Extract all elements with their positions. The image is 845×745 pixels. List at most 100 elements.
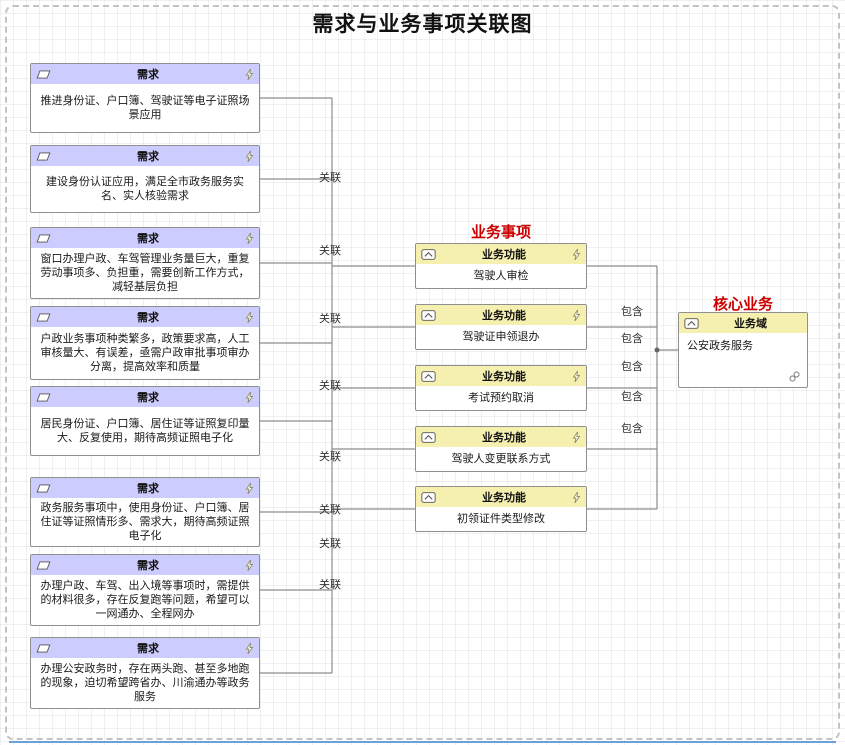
requirement-icon: [36, 312, 51, 322]
edge-label-containment: 包含: [621, 423, 643, 435]
requirement-text: 推进身份证、户口簿、驾驶证等电子证照场景应用: [40, 95, 250, 121]
domain-header: 业务域: [679, 313, 807, 333]
function-header-label: 业务功能: [482, 432, 526, 444]
requirement-header-label: 需求: [137, 560, 159, 572]
requirement-header: 需求: [31, 638, 259, 658]
requirement-header: 需求: [31, 478, 259, 498]
function-icon: [421, 431, 436, 443]
requirement-node[interactable]: 需求 办理户政、车驾、出入境等事项时，需提供的材料很多，存在反复跑等问题，希望可…: [30, 554, 260, 626]
edge-label-containment: 包含: [621, 391, 643, 403]
edge-label-association: 关联: [319, 172, 341, 184]
lightning-icon: [245, 559, 254, 572]
lightning-icon: [572, 491, 581, 504]
lightning-icon: [245, 68, 254, 81]
page-title: 需求与业务事项关联图: [312, 13, 533, 36]
edge-label-association: 关联: [319, 451, 341, 463]
requirement-icon: [36, 643, 51, 653]
requirement-text: 办理公安政务时，存在两头跑、甚至多地跑的现象，迫切希望跨省办、川渝通办等政务服务: [40, 663, 250, 703]
requirement-header-label: 需求: [137, 483, 159, 495]
core-group-label: 核心业务: [712, 296, 773, 313]
requirement-node[interactable]: 需求 居民身份证、户口簿、居住证等证照复印量大、反复使用，期待高频证照电子化: [30, 386, 260, 456]
edge-label-association: 关联: [319, 313, 341, 325]
requirement-header-label: 需求: [137, 69, 159, 81]
requirement-header: 需求: [31, 146, 259, 166]
function-text: 驾驶人审检: [473, 270, 529, 282]
edge-label-association: 关联: [319, 380, 341, 392]
function-header: 业务功能: [416, 487, 586, 507]
requirement-header-label: 需求: [137, 392, 159, 404]
edge-label-containment: 包含: [621, 361, 643, 373]
domain-header-label: 业务域: [734, 318, 767, 330]
edge-label-association: 关联: [319, 579, 341, 591]
function-icon: [421, 370, 436, 382]
requirement-header-label: 需求: [137, 233, 159, 245]
function-text: 考试预约取消: [468, 392, 534, 404]
requirement-icon: [36, 233, 51, 243]
lightning-icon: [245, 482, 254, 495]
lightning-icon: [245, 311, 254, 324]
requirement-node[interactable]: 需求 户政业务事项种类繁多，政策要求高，人工审核量大、有误差，亟需户政审批事项审…: [30, 306, 260, 380]
business-function-node[interactable]: 业务功能 驾驶证申领退办: [415, 304, 587, 350]
requirement-header-label: 需求: [137, 151, 159, 163]
requirement-icon: [36, 392, 51, 402]
function-header-label: 业务功能: [482, 310, 526, 322]
edge-label-association: 关联: [319, 245, 341, 257]
requirement-node[interactable]: 需求 政务服务事项中，使用身份证、户口簿、居住证等证照情形多、需求大，期待高频证…: [30, 477, 260, 547]
link-icon[interactable]: [788, 370, 801, 383]
requirement-header-label: 需求: [137, 312, 159, 324]
requirement-icon: [36, 560, 51, 570]
lightning-icon: [245, 391, 254, 404]
requirement-node[interactable]: 需求 窗口办理户政、车驾管理业务量巨大，重复劳动事项多、负担重，需要创新工作方式…: [30, 227, 260, 299]
lightning-icon: [572, 248, 581, 261]
requirement-text: 户政业务事项种类繁多，政策要求高，人工审核量大、有误差，亟需户政审批事项审办分离…: [40, 333, 250, 373]
requirement-node[interactable]: 需求 推进身份证、户口簿、驾驶证等电子证照场景应用: [30, 63, 260, 133]
requirement-header: 需求: [31, 64, 259, 84]
requirement-icon: [36, 69, 51, 79]
lightning-icon: [572, 431, 581, 444]
requirement-node[interactable]: 需求 办理公安政务时，存在两头跑、甚至多地跑的现象，迫切希望跨省办、川渝通办等政…: [30, 637, 260, 709]
domain-icon: [684, 317, 699, 329]
function-icon: [421, 309, 436, 321]
edge-label-association: 关联: [319, 538, 341, 550]
functions-group-label: 业务事项: [470, 224, 531, 241]
requirement-node[interactable]: 需求 建设身份认证应用，满足全市政务服务实名、实人核验需求: [30, 145, 260, 213]
requirement-text: 政务服务事项中，使用身份证、户口簿、居住证等证照情形多、需求大，期待高频证照电子…: [40, 502, 250, 542]
edge-label-containment: 包含: [621, 306, 643, 318]
requirement-text: 建设身份认证应用，满足全市政务服务实名、实人核验需求: [46, 176, 244, 202]
lightning-icon: [572, 309, 581, 322]
business-function-node[interactable]: 业务功能 驾驶人审检: [415, 243, 587, 289]
domain-text: 公安政务服务: [687, 340, 753, 352]
requirement-header: 需求: [31, 555, 259, 575]
function-header-label: 业务功能: [482, 492, 526, 504]
requirement-header: 需求: [31, 228, 259, 248]
function-icon: [421, 248, 436, 260]
business-function-node[interactable]: 业务功能 考试预约取消: [415, 365, 587, 411]
lightning-icon: [245, 642, 254, 655]
function-header: 业务功能: [416, 305, 586, 325]
function-icon: [421, 491, 436, 503]
function-header: 业务功能: [416, 244, 586, 264]
lightning-icon: [245, 150, 254, 163]
requirement-header: 需求: [31, 387, 259, 407]
business-domain-node[interactable]: 业务域 公安政务服务: [678, 312, 808, 388]
page-edge-line: [9, 741, 836, 743]
requirement-icon: [36, 151, 51, 161]
requirement-header: 需求: [31, 307, 259, 327]
business-function-node[interactable]: 业务功能 驾驶人变更联系方式: [415, 426, 587, 472]
edge-label-containment: 包含: [621, 333, 643, 345]
lightning-icon: [572, 370, 581, 383]
requirement-text: 窗口办理户政、车驾管理业务量巨大，重复劳动事项多、负担重，需要创新工作方式，减轻…: [40, 253, 250, 293]
function-text: 驾驶证申领退办: [462, 331, 540, 343]
function-text: 初领证件类型修改: [457, 513, 545, 525]
requirement-text: 办理户政、车驾、出入境等事项时，需提供的材料很多，存在反复跑等问题，希望可以一网…: [40, 580, 250, 620]
function-header: 业务功能: [416, 427, 586, 447]
function-header: 业务功能: [416, 366, 586, 386]
requirement-text: 居民身份证、户口簿、居住证等证照复印量大、反复使用，期待高频证照电子化: [40, 418, 250, 444]
function-text: 驾驶人变更联系方式: [451, 453, 551, 465]
requirement-header-label: 需求: [137, 643, 159, 655]
edge-label-association: 关联: [319, 504, 341, 516]
lightning-icon: [245, 232, 254, 245]
business-function-node[interactable]: 业务功能 初领证件类型修改: [415, 486, 587, 532]
requirement-icon: [36, 483, 51, 493]
